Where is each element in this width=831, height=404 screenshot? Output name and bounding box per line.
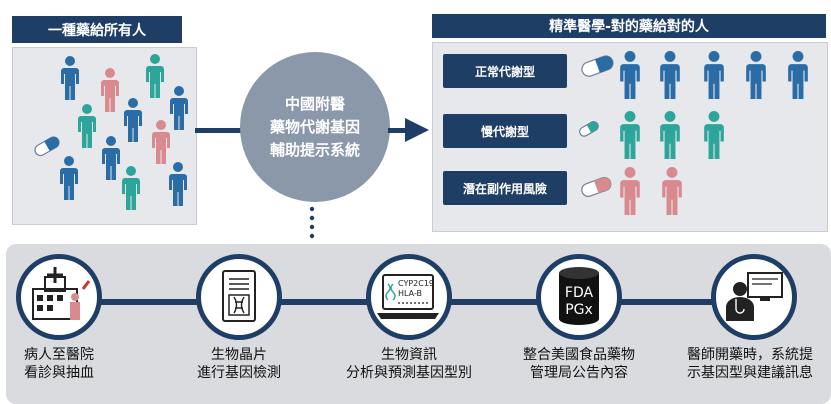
arrow-right-icon <box>405 118 429 142</box>
person-icon <box>122 166 140 210</box>
crowd-illustration <box>34 54 188 210</box>
step-caption-bioinformatics: 生物資訊 分析與預測基因型別 <box>336 346 482 382</box>
database-icon: FDA PGx <box>559 267 599 325</box>
hospital-icon <box>32 267 91 320</box>
category-slow-metabolizer: 慢代謝型 <box>443 114 567 148</box>
step-caption-prescription: 醫師開藥時，系統提 示基因型與建議訊息 <box>672 346 828 382</box>
person-icon <box>660 111 680 159</box>
dotted-connector <box>309 206 315 239</box>
capsule-icon <box>579 121 599 137</box>
person-icon <box>152 120 170 164</box>
person-icon <box>170 86 188 130</box>
person-icon <box>61 56 79 100</box>
right-panel-title: 精準醫學-對的藥給對的人 <box>432 14 826 38</box>
screen-text-hla-b: HLA-B <box>398 289 422 298</box>
caption-line: 管理局公告內容 <box>530 365 628 381</box>
dna-chip-icon <box>222 270 256 322</box>
step-caption-biochip: 生物晶片 進行基因檢測 <box>184 346 294 382</box>
person-icon <box>101 68 119 112</box>
center-system-circle: 中國附醫 藥物代謝基因 輔助提示系統 <box>240 52 390 202</box>
left-panel <box>12 47 197 225</box>
person-icon <box>620 111 640 159</box>
person-icon <box>169 162 187 206</box>
person-icon <box>102 136 120 180</box>
capsule-icon <box>34 136 60 157</box>
step-node-hospital <box>16 254 102 340</box>
person-icon <box>662 167 682 215</box>
step-node-biochip <box>196 254 282 340</box>
center-line-2: 藥物代謝基因 <box>269 117 360 136</box>
right-panel: 正常代謝型 慢代謝型 潛在副作用風險 <box>432 42 828 232</box>
db-label-fda: FDA <box>565 285 594 301</box>
connector-line <box>388 128 410 133</box>
right-panel-figures <box>579 51 808 215</box>
person-icon <box>620 51 640 99</box>
person-icon <box>788 51 808 99</box>
person-icon <box>620 167 640 215</box>
db-label-pgx: PGx <box>565 302 593 318</box>
caption-line: 整合美國食品藥物 <box>523 347 635 363</box>
person-icon <box>146 54 164 98</box>
person-icon <box>704 111 724 159</box>
step-node-fda: FDA PGx <box>536 254 622 340</box>
capsule-icon <box>581 55 614 77</box>
center-line-3: 輔助提示系統 <box>269 140 360 159</box>
caption-line: 生物資訊 <box>381 347 437 363</box>
caption-line: 進行基因檢測 <box>197 365 281 381</box>
caption-line: 分析與預測基因型別 <box>346 365 472 381</box>
person-icon <box>124 98 142 142</box>
step-node-prescription <box>711 254 797 340</box>
person-icon <box>60 156 78 200</box>
step-caption-hospital: 病人至醫院 看診與抽血 <box>4 346 114 382</box>
person-icon <box>660 51 680 99</box>
caption-line: 醫師開藥時，系統提 <box>687 347 813 363</box>
left-panel-title: 一種藥給所有人 <box>12 16 182 43</box>
caption-line: 示基因型與建議訊息 <box>687 365 813 381</box>
person-icon <box>704 51 724 99</box>
caption-line: 生物晶片 <box>211 347 267 363</box>
caption-line: 看診與抽血 <box>24 365 94 381</box>
step-caption-fda: 整合美國食品藥物 管理局公告內容 <box>504 346 654 382</box>
capsule-icon <box>581 176 612 197</box>
laptop-icon: CYP2C19 HLA-B <box>377 274 439 319</box>
center-line-1: 中國附醫 <box>284 94 345 113</box>
step-node-bioinformatics: CYP2C19 HLA-B <box>366 254 452 340</box>
category-normal-metabolizer: 正常代謝型 <box>443 54 567 88</box>
connector-line <box>195 128 245 133</box>
category-side-effect-risk: 潛在副作用風險 <box>443 171 567 205</box>
person-icon <box>78 104 96 148</box>
person-icon <box>746 51 766 99</box>
doctor-icon <box>726 272 783 321</box>
screen-text-cyp2c19: CYP2C19 <box>398 279 434 288</box>
caption-line: 病人至醫院 <box>24 347 94 363</box>
